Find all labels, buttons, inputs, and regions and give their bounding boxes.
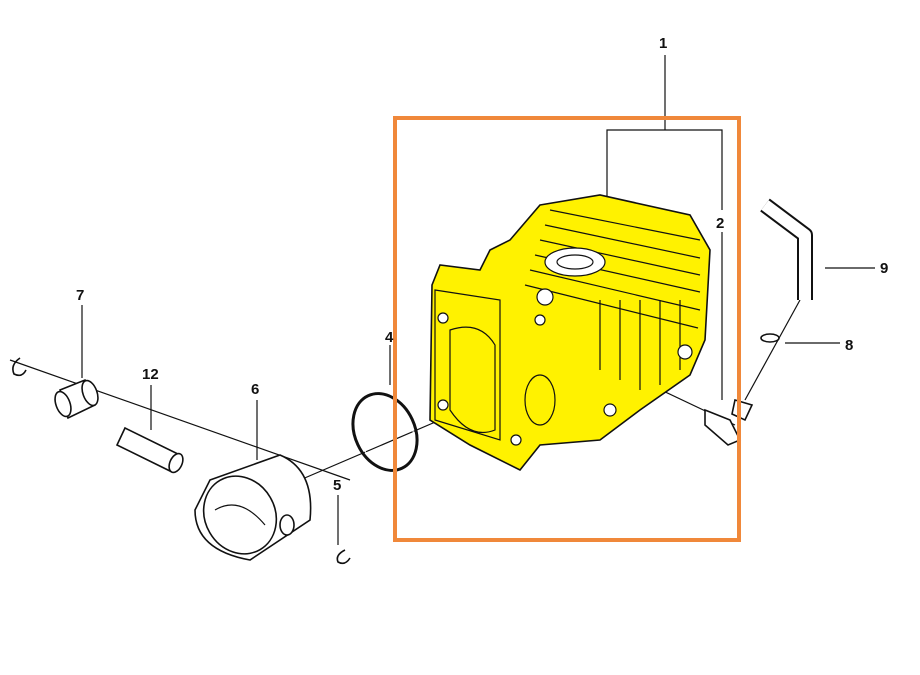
cylinder-gasket-part[interactable]	[341, 383, 429, 481]
cylinder-part[interactable]	[429, 194, 711, 472]
callout-7[interactable]: 7	[76, 287, 84, 304]
callout-6[interactable]: 6	[251, 381, 259, 398]
hose-clip-part[interactable]	[760, 333, 780, 343]
callout-5[interactable]: 5	[333, 477, 341, 494]
piston-part[interactable]	[190, 454, 312, 567]
piston-pin-part[interactable]	[115, 426, 186, 475]
highlight-box	[393, 116, 741, 542]
callout-8[interactable]: 8	[845, 337, 853, 354]
decompression-valve-part[interactable]	[704, 398, 754, 446]
callout-2[interactable]: 2	[716, 215, 724, 232]
callout-9[interactable]: 9	[880, 260, 888, 277]
callout-4[interactable]: 4	[385, 329, 394, 346]
needle-bearing-part[interactable]	[52, 378, 101, 420]
impulse-hose-part[interactable]	[760, 198, 813, 300]
callout-1[interactable]: 1	[659, 35, 667, 52]
callout-12[interactable]: 12	[142, 366, 159, 383]
circlip-part[interactable]	[12, 357, 351, 565]
